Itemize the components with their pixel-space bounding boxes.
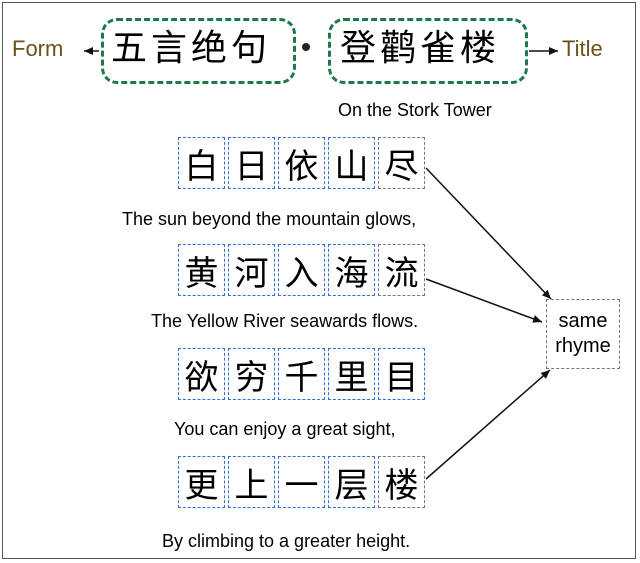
- title-translation: On the Stork Tower: [338, 100, 492, 120]
- char-cell: 穷: [228, 348, 275, 400]
- char-cell: 山: [328, 137, 375, 189]
- char-cell: 上: [228, 456, 275, 508]
- line-translation: The sun beyond the mountain glows,: [122, 209, 417, 229]
- char-cell: 日: [228, 137, 275, 189]
- rhyme-arrow-line4: [425, 369, 551, 480]
- char-cell: 黄: [178, 244, 225, 296]
- char-cell: 目: [378, 348, 425, 400]
- char-cell: 层: [328, 456, 375, 508]
- rhyme-box-line1: same: [558, 310, 608, 332]
- line-translation: You can enjoy a great sight,: [174, 419, 396, 439]
- char-cell: 一: [278, 456, 325, 508]
- form-label: Form: [12, 36, 64, 61]
- title-label: Title: [562, 36, 603, 61]
- title-text: 登鹳雀楼: [340, 28, 501, 69]
- rhyme-char-cell: 楼: [378, 456, 425, 508]
- char-cell: 更: [178, 456, 225, 508]
- rhyme-char-cell: 流: [378, 244, 425, 296]
- char-cell: 里: [328, 348, 375, 400]
- same-rhyme-box: same rhyme: [546, 299, 620, 369]
- form-text: 五言绝句: [111, 28, 272, 69]
- rhyme-char-cell: 尽: [378, 137, 425, 189]
- rhyme-box-line2: rhyme: [555, 335, 611, 357]
- form-box: [101, 18, 296, 84]
- char-cell: 海: [328, 244, 375, 296]
- title-box: [328, 18, 528, 84]
- line-translation: By climbing to a greater height.: [162, 531, 411, 551]
- char-cell: 入: [278, 244, 325, 296]
- line-translation: The Yellow River seawards flows.: [151, 311, 419, 331]
- char-cell: 千: [278, 348, 325, 400]
- char-cell: 白: [178, 137, 225, 189]
- char-cell: 依: [278, 137, 325, 189]
- separator-dot: [302, 43, 310, 51]
- rhyme-arrow-line2: [425, 278, 543, 323]
- char-cell: 河: [228, 244, 275, 296]
- char-cell: 欲: [178, 348, 225, 400]
- rhyme-arrow-line1: [425, 167, 552, 300]
